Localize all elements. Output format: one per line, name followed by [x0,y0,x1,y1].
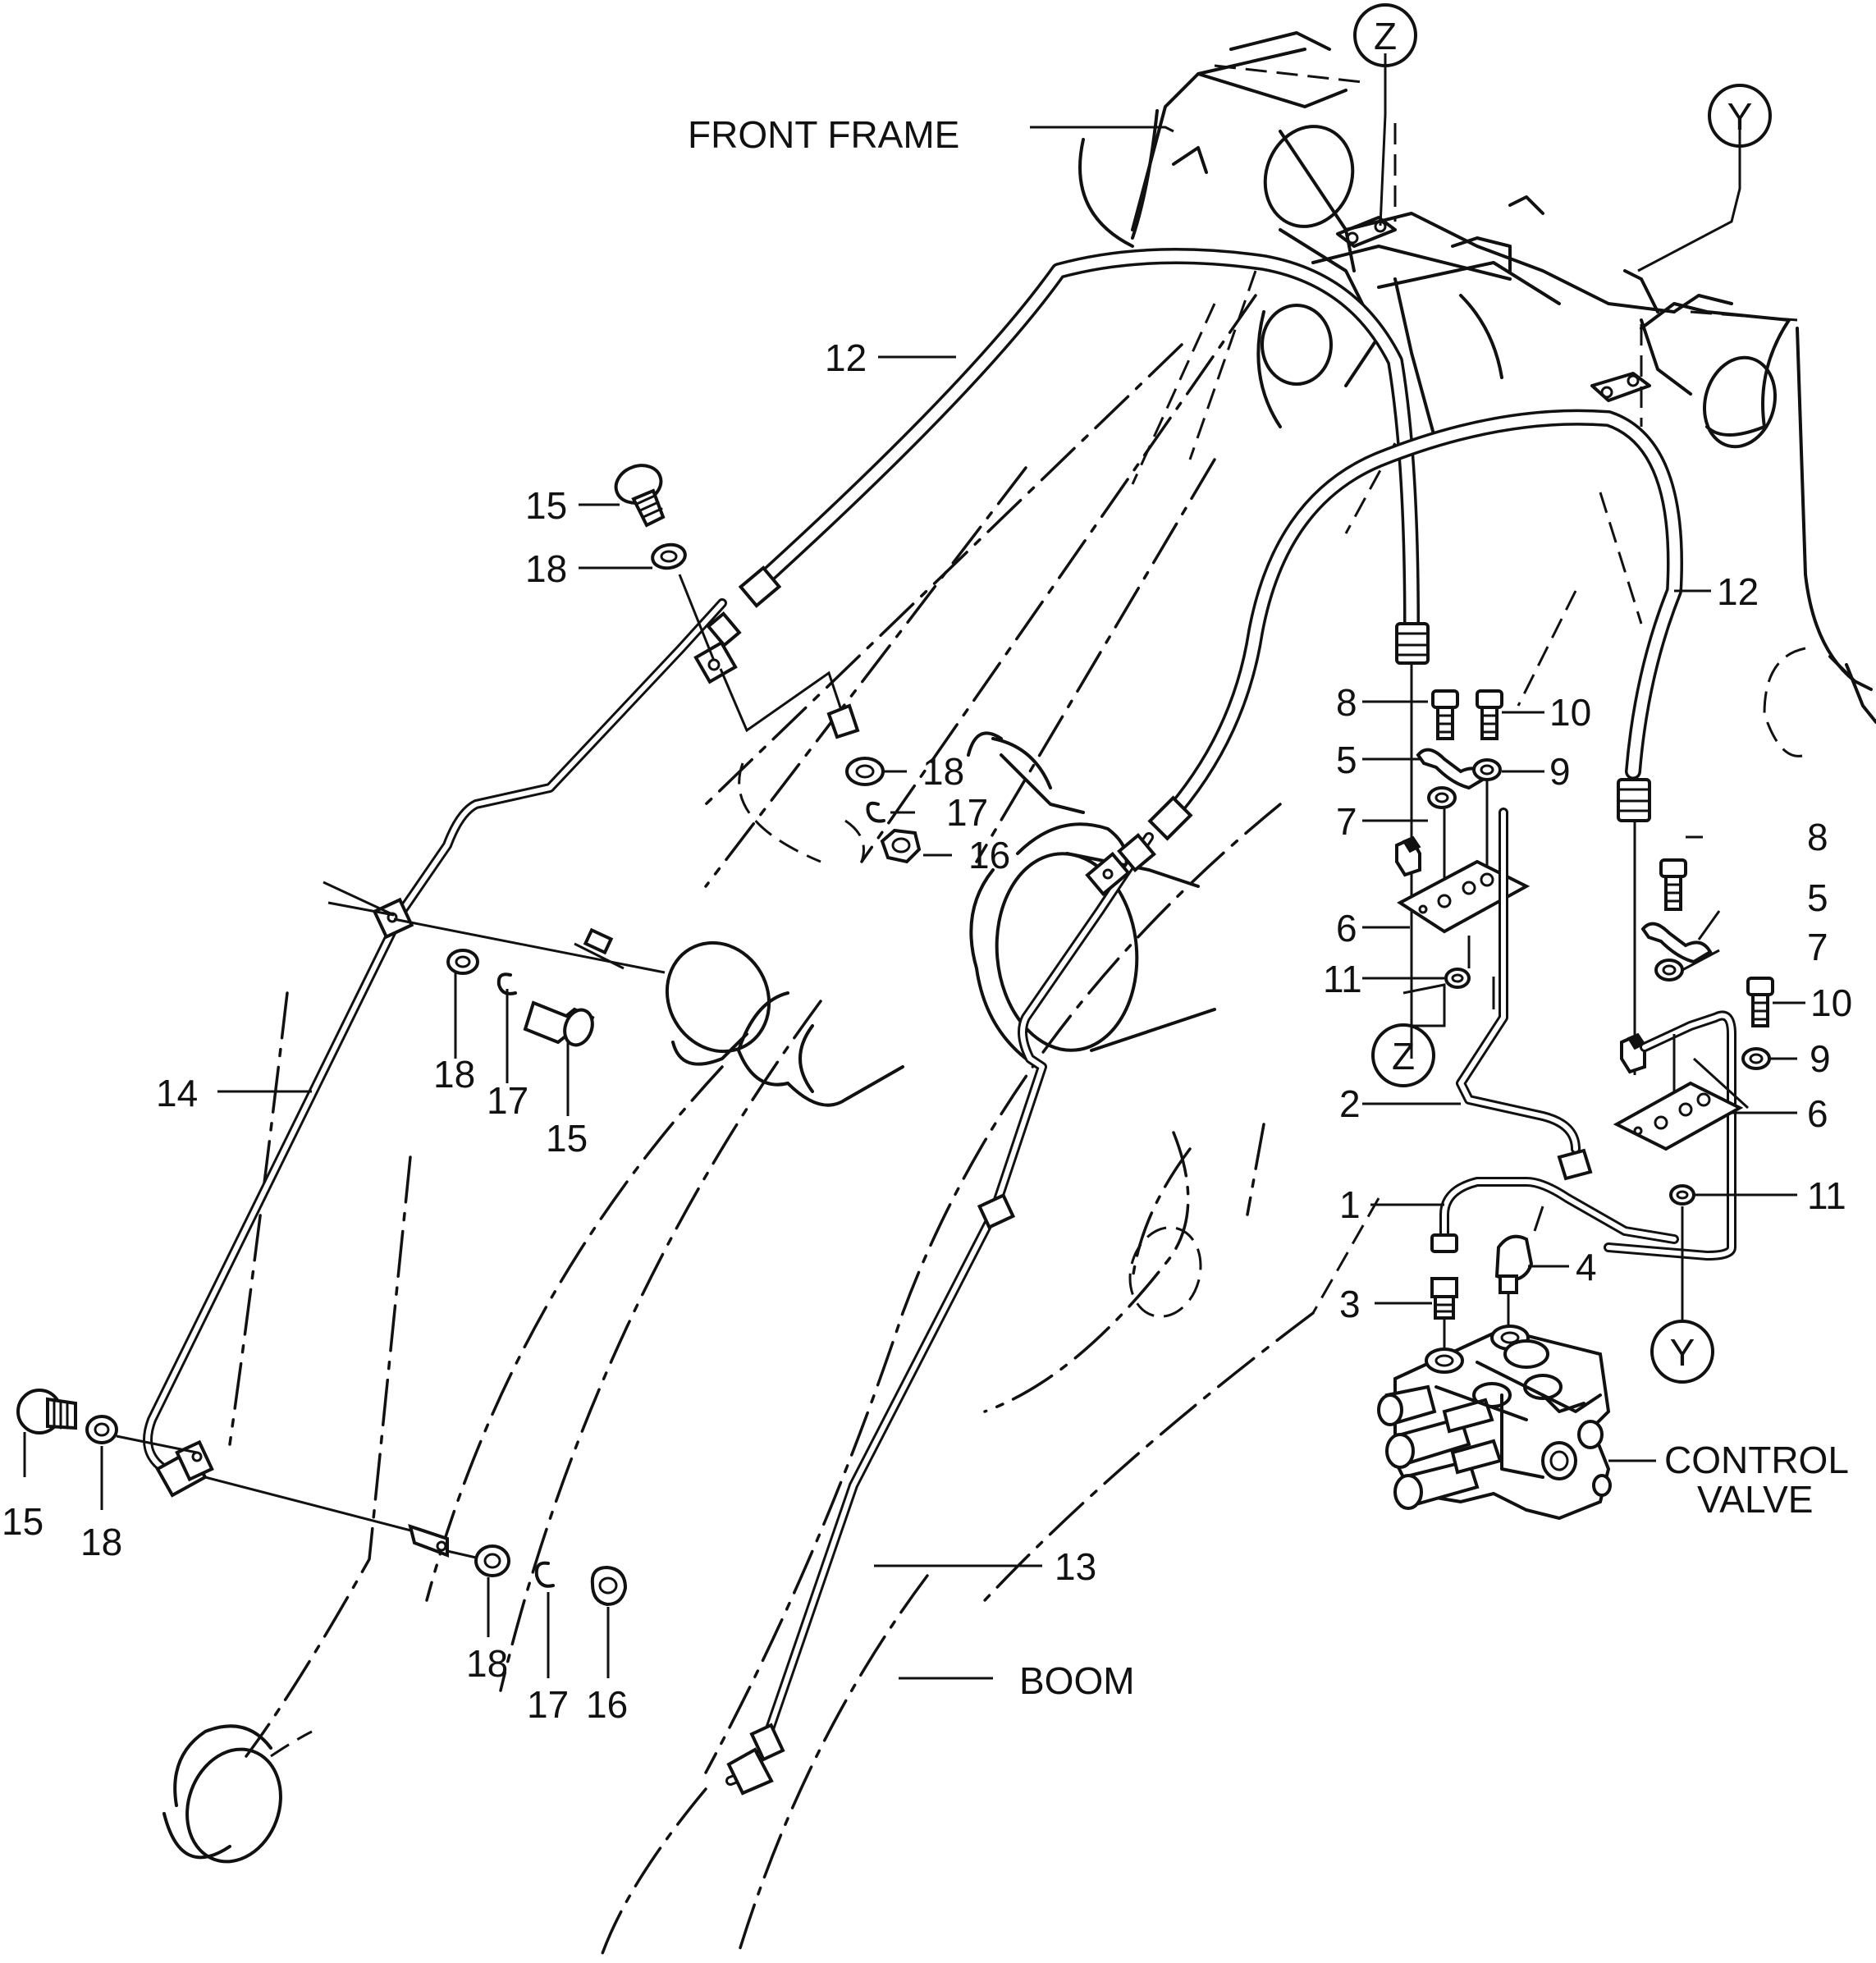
view-ref-z-top-label: Z [1374,15,1397,57]
clamp-group-z [1395,665,1593,1181]
hose-fitting-upper [738,565,782,608]
callout-9-z: 9 [1549,750,1571,793]
view-ref-y-mid-label: Y [1670,1331,1695,1374]
bolt-8-y [1659,858,1687,878]
callout-18-upper: 18 [525,547,567,590]
callout-17-mid-right: 17 [946,791,988,834]
callout-6-z: 6 [1336,907,1357,949]
callout-13: 13 [1055,1545,1096,1588]
label-control-valve-line2: VALVE [1697,1478,1813,1521]
callout-3: 3 [1339,1283,1361,1325]
tube-13-mid-clamp [977,1192,1016,1230]
washer-11-y [1669,1184,1695,1206]
hardware-upper-cluster [614,464,922,864]
callout-16-mid-right: 16 [968,834,1010,876]
washer-9-y [1741,1047,1771,1070]
washer-11-z [1444,968,1471,989]
callout-numbers: 12 15 18 18 17 16 18 17 15 14 15 18 18 1… [2,336,1852,1726]
washer-18-lower-left [85,1415,118,1444]
callout-12-left: 12 [825,336,867,379]
view-ref-y-mid: Y [1650,1320,1714,1384]
bolt-8-z [1431,689,1459,709]
callout-11-y: 11 [1807,1174,1846,1217]
washer-18-lower-right [474,1544,510,1577]
callout-16-lower: 16 [586,1683,628,1726]
hose-12-right [1147,409,1683,841]
elbow-4 [1494,1234,1534,1283]
fitting-3 [1430,1277,1458,1298]
callout-8-y: 8 [1807,816,1828,858]
callout-7-z: 7 [1336,800,1357,843]
tube-13 [725,832,1156,1796]
callout-8-z: 8 [1336,681,1357,724]
nut-16-mid [880,828,922,864]
label-boom: BOOM [1019,1659,1135,1702]
callout-11-z: 11 [1323,958,1362,1000]
view-ref-y-top: Y [1708,84,1772,148]
callout-leaders [23,126,1805,1680]
label-front-frame: FRONT FRAME [688,113,959,156]
callout-12-right: 12 [1717,570,1759,613]
nut-16-lower [590,1565,628,1607]
bolt-10-z [1476,689,1503,709]
callout-4: 4 [1576,1246,1597,1288]
callout-17-mid-left: 17 [487,1079,528,1122]
plate-6-y [1613,1081,1744,1151]
label-control-valve-line1: CONTROL [1664,1439,1849,1481]
hardware-lower-cluster [16,1389,628,1607]
hose-fitting-z [1395,622,1430,665]
clamp-5-y [1640,922,1713,964]
callout-18-mid-left: 18 [433,1053,475,1096]
callout-17-lower: 17 [527,1683,569,1726]
callout-5-z: 5 [1336,739,1357,781]
callout-15-mid: 15 [546,1117,588,1160]
washer-7-z [1427,786,1457,809]
tube-13-lower-bracket [726,1747,774,1796]
callout-7-y: 7 [1807,926,1828,968]
callout-1: 1 [1339,1183,1361,1226]
view-ref-z-top: Z [1353,3,1417,67]
tube-14 [143,598,742,1498]
tube-14-upper-bracket [693,640,738,684]
lockwasher-17-lower [534,1561,555,1588]
hose-fitting-lower [1147,795,1193,841]
hose-12-left [738,248,1430,665]
view-ref-z-mid: Z [1371,1023,1435,1087]
washer-18-mid [845,757,885,786]
callout-6-y: 6 [1807,1092,1828,1135]
view-ref-y-top-label: Y [1727,95,1753,138]
lockwasher-17-left [496,972,517,995]
plate-6-z [1397,859,1531,934]
boom-structure [162,294,1380,1963]
callout-10-y: 10 [1810,982,1852,1024]
washer-9-z [1472,758,1502,781]
lockwasher-17-mid [866,801,885,823]
callout-10-z: 10 [1549,691,1591,734]
control-valve-group [1377,1177,1679,1521]
callout-15-lower: 15 [2,1500,43,1543]
callout-5-y: 5 [1807,876,1828,919]
spacer-mid [583,927,614,955]
clamp-group-y [1604,821,1774,1321]
callout-18-mid-right: 18 [922,750,964,793]
callout-9-y: 9 [1810,1037,1831,1080]
callout-2: 2 [1339,1082,1361,1125]
callout-18-lower-right: 18 [466,1642,508,1685]
callout-14: 14 [156,1072,198,1114]
washer-18-left [446,949,479,975]
z-mount-plate [1336,216,1397,248]
tube-13-upper-bracket [1085,851,1131,897]
view-ref-z-mid-label: Z [1392,1035,1415,1078]
callout-15-upper: 15 [525,484,567,527]
washer-7-y [1654,959,1684,982]
callout-18-lower-left: 18 [80,1521,122,1563]
bolt-10-y [1746,977,1774,996]
washer-18-upper [651,542,687,570]
hardware-middle-cluster [323,881,666,1047]
